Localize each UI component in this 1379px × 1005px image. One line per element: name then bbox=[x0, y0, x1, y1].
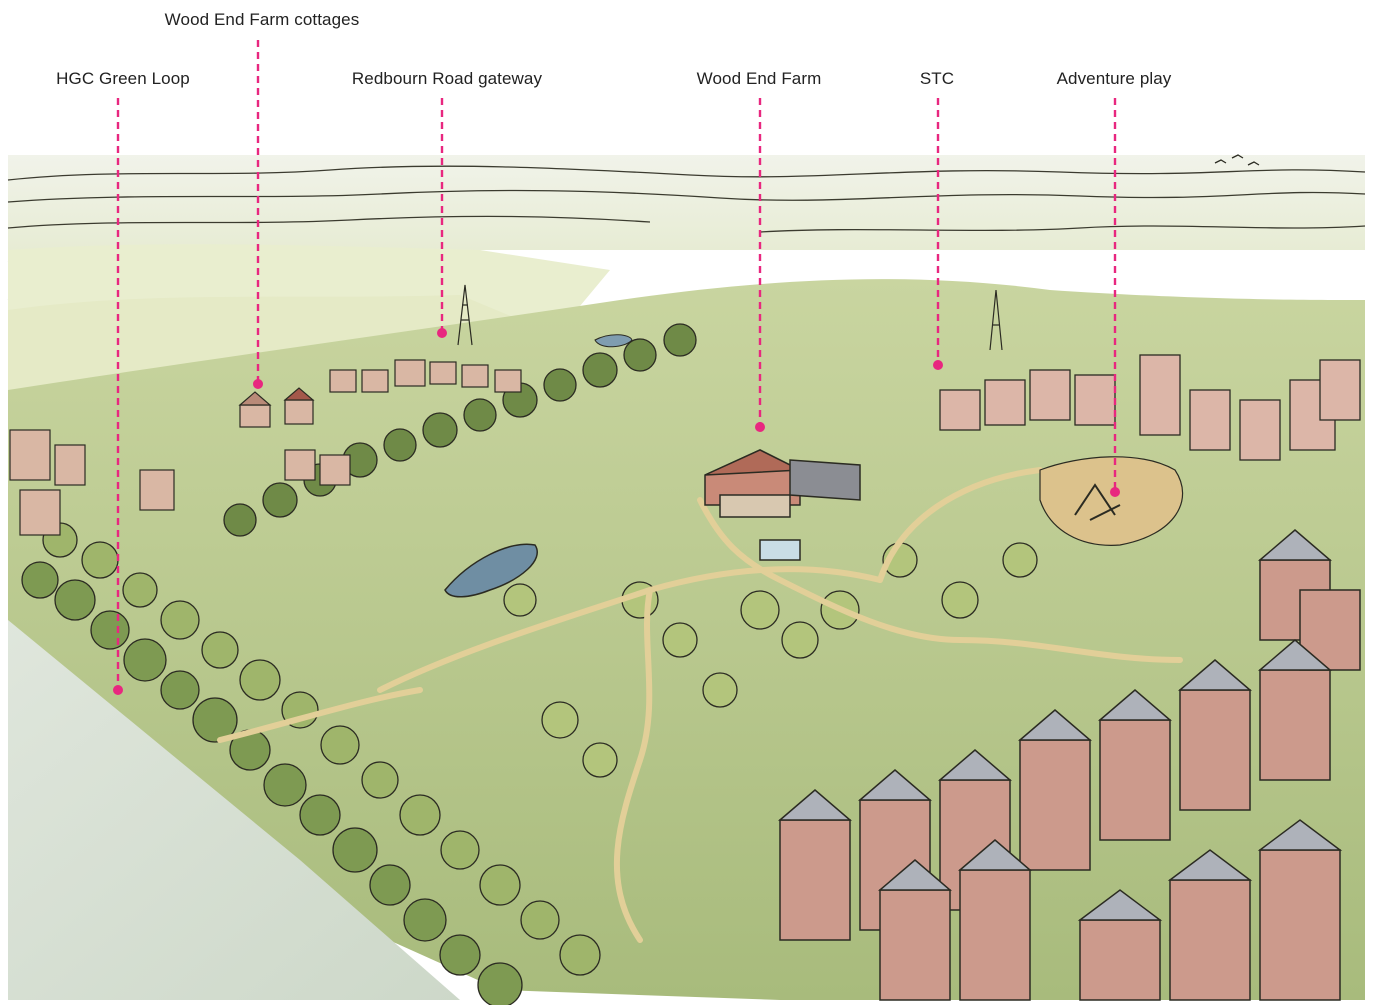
play-structures bbox=[1074, 483, 1121, 521]
pylons bbox=[457, 284, 1003, 351]
label-hgc-green-loop: HGC Green Loop bbox=[56, 69, 190, 88]
terraced-housing bbox=[777, 529, 1361, 1001]
leader-dots bbox=[113, 328, 1120, 695]
wood-end-farm-buildings bbox=[704, 449, 861, 561]
leader-lines bbox=[116, 40, 1117, 690]
footpaths bbox=[217, 467, 1183, 943]
sky bbox=[8, 155, 1365, 250]
label-redbourn-road-gateway: Redbourn Road gateway bbox=[351, 69, 543, 88]
label-wood-end-farm: Wood End Farm bbox=[696, 69, 822, 88]
dot-hgc-green-loop bbox=[113, 685, 123, 695]
pond bbox=[444, 543, 538, 598]
dot-wood-end-farm-cottages bbox=[253, 379, 263, 389]
birds bbox=[1214, 154, 1260, 166]
dot-wood-end-farm bbox=[755, 422, 765, 432]
photo-fade bbox=[8, 620, 460, 1000]
adventure-play-area bbox=[1039, 456, 1184, 546]
label-stc: STC bbox=[919, 69, 955, 88]
dot-redbourn-road-gateway bbox=[437, 328, 447, 338]
dot-adventure-play bbox=[1110, 487, 1120, 497]
label-wood-end-farm-cottages: Wood End Farm cottages bbox=[164, 10, 360, 29]
cottages bbox=[9, 359, 522, 536]
label-adventure-play: Adventure play bbox=[1056, 69, 1172, 88]
dot-stc bbox=[933, 360, 943, 370]
pond-small bbox=[594, 334, 633, 348]
town-housing-right bbox=[939, 354, 1361, 461]
